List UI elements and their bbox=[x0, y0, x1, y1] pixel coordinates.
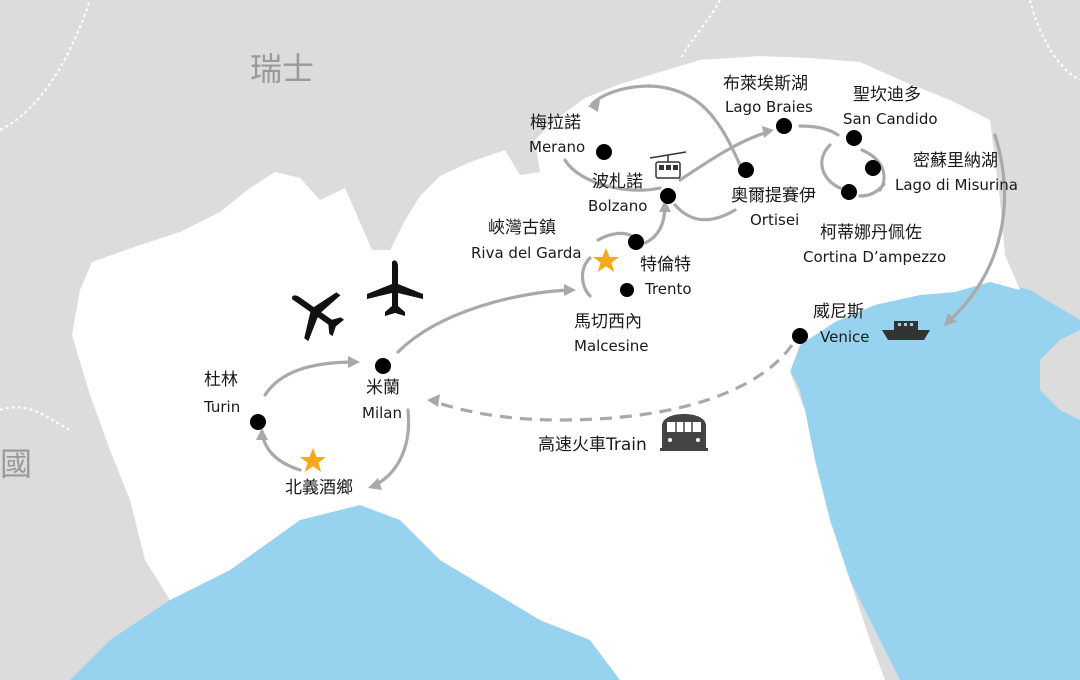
label-wine-zh: 北義酒鄉 bbox=[285, 478, 353, 498]
route-train-venice-milan bbox=[434, 344, 794, 422]
route-cortina-misurina bbox=[858, 182, 886, 198]
star-icon bbox=[593, 248, 619, 272]
border-line bbox=[679, 0, 721, 61]
slovenia-region bbox=[1005, 220, 1080, 320]
swiss-border-region bbox=[345, 100, 540, 250]
airplane-icon bbox=[292, 292, 345, 342]
marker-ortisei bbox=[738, 162, 754, 178]
label-ortisei-en: Ortisei bbox=[750, 211, 799, 229]
label-merano-zh: 梅拉諾 bbox=[530, 113, 581, 133]
star-icon bbox=[300, 448, 326, 472]
marker-milan bbox=[375, 358, 391, 374]
label-bolzano-zh: 波札諾 bbox=[592, 172, 643, 192]
border-line bbox=[1029, 0, 1080, 81]
label-bolzano-en: Bolzano bbox=[588, 197, 647, 215]
label-cortina-en: Cortina D’ampezzo bbox=[803, 248, 946, 266]
label-misurina-zh: 密蘇里納湖 bbox=[913, 151, 998, 171]
route-misurina-venice bbox=[946, 133, 1006, 324]
route-arrowhead bbox=[348, 356, 360, 368]
marker-misurina bbox=[865, 160, 881, 176]
train-icon bbox=[660, 414, 708, 451]
route-milan-garda bbox=[396, 288, 572, 354]
route-ortisei-braies bbox=[678, 130, 770, 182]
label-turin-zh: 杜林 bbox=[204, 370, 238, 390]
route-bolzano-ortisei bbox=[673, 203, 737, 222]
boat-icon bbox=[882, 321, 930, 340]
country-label-switzerland: 瑞士 bbox=[250, 50, 314, 88]
airplane-icon bbox=[367, 260, 423, 316]
route-arrowhead bbox=[659, 200, 671, 212]
label-malcesine-en: Malcesine bbox=[574, 337, 649, 355]
border-line bbox=[0, 406, 71, 431]
label-misurina-en: Lago di Misurina bbox=[895, 176, 1018, 194]
route-arrowhead bbox=[944, 313, 957, 326]
route-turin-milan bbox=[263, 360, 357, 397]
label-riva-en: Riva del Garda bbox=[471, 244, 582, 262]
label-train: 高速火車Train bbox=[538, 435, 647, 455]
country-label-france: 國 bbox=[0, 445, 32, 483]
marker-trento bbox=[628, 234, 644, 250]
label-braies-zh: 布萊埃斯湖 bbox=[723, 74, 808, 94]
cable-car-icon bbox=[649, 151, 687, 179]
label-turin-en: Turin bbox=[203, 398, 240, 416]
route-sancandido-cortina bbox=[820, 143, 842, 190]
adriatic-sea bbox=[780, 280, 1080, 680]
route-arrowhead bbox=[564, 284, 576, 296]
label-trento-zh: 特倫特 bbox=[640, 255, 691, 275]
route-milan-wine bbox=[373, 408, 411, 487]
label-ortisei-zh: 奧爾提賽伊 bbox=[731, 185, 816, 206]
marker-malcesine bbox=[620, 283, 634, 297]
label-venice-zh: 威尼斯 bbox=[813, 302, 864, 322]
label-venice-en: Venice bbox=[820, 328, 869, 346]
route-arrowhead bbox=[762, 126, 774, 138]
label-san-candido-en: San Candido bbox=[843, 110, 938, 128]
label-milan-zh: 米蘭 bbox=[366, 378, 400, 398]
route-arrowhead bbox=[588, 100, 600, 112]
marker-bolzano bbox=[660, 188, 676, 204]
label-malcesine-zh: 馬切西內 bbox=[574, 312, 642, 332]
croatia-region bbox=[1040, 330, 1080, 420]
route-riva-trento bbox=[596, 231, 634, 242]
route-arrowhead bbox=[427, 394, 440, 407]
italy-landmass bbox=[72, 56, 1020, 680]
route-merano-ortisei bbox=[590, 84, 742, 167]
route-arrowhead bbox=[368, 478, 382, 490]
border-line bbox=[0, 0, 91, 131]
label-trento-en: Trento bbox=[644, 280, 692, 298]
marker-venice bbox=[792, 328, 808, 344]
marker-turin bbox=[250, 414, 266, 430]
label-riva-zh: 峽灣古鎮 bbox=[488, 218, 556, 238]
route-arrowhead bbox=[256, 428, 268, 440]
label-braies-en: Lago Braies bbox=[725, 98, 813, 116]
marker-braies bbox=[776, 118, 792, 134]
marker-cortina bbox=[841, 184, 857, 200]
label-milan-en: Milan bbox=[362, 404, 402, 422]
marker-merano bbox=[596, 144, 612, 160]
route-bolzano-merano bbox=[563, 158, 662, 192]
route-malcesine-riva bbox=[580, 256, 592, 298]
label-san-candido-zh: 聖坎迪多 bbox=[853, 85, 921, 105]
label-merano-en: Merano bbox=[529, 138, 585, 156]
marker-san-candido bbox=[846, 130, 862, 146]
route-braies-sancandido bbox=[798, 124, 840, 137]
ligurian-sea bbox=[70, 505, 620, 680]
label-cortina-zh: 柯蒂娜丹佩佐 bbox=[820, 223, 922, 243]
